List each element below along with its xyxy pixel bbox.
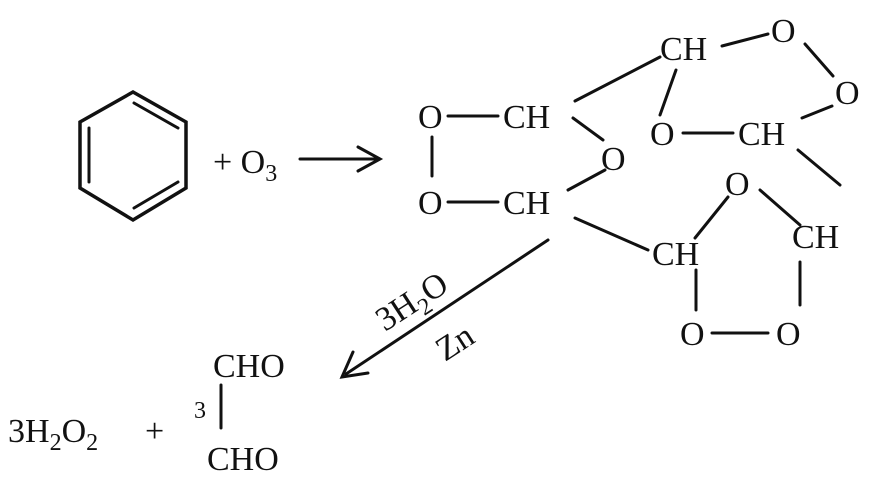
ring2-o-top: O [771, 13, 796, 50]
reagent-ozone: + O3 [213, 144, 277, 187]
hydrolysis-arrow [339, 238, 550, 379]
ring2-o-left: O [650, 116, 675, 153]
glyoxal-cho-bottom: CHO [207, 441, 279, 478]
ring3-ch-left: CH [652, 236, 699, 273]
reaction-arrow [298, 145, 384, 173]
ring1-o-right: O [601, 141, 626, 178]
benzene-double-bond-1 [132, 101, 180, 130]
ring1-o-top: O [418, 99, 443, 136]
benzene-hexagon [78, 89, 188, 223]
glyoxal-cho-top: CHO [213, 348, 285, 385]
product-glyoxal: CHO 3 CHO [194, 348, 285, 478]
ring1-ch-top: CH [503, 99, 550, 136]
product-plus: + [145, 413, 164, 450]
ring1-o-bottom: O [418, 185, 443, 222]
ring3-o-bottom-right: O [776, 316, 801, 353]
glyoxal-coefficient: 3 [194, 398, 206, 424]
bond-ring1-ring3 [573, 216, 650, 252]
product-hydrogen-peroxide: 3H2O2 [8, 413, 98, 456]
ozonide-ring-top-right: CH O O O CH [650, 13, 860, 187]
ring2-ch-top: CH [660, 31, 707, 68]
ring2-ch-bottom: CH [738, 116, 785, 153]
ring2-o-right: O [835, 75, 860, 112]
benzene-double-bond-2 [132, 180, 180, 210]
ring1-ch-bottom: CH [503, 185, 550, 222]
ring3-o-top: O [725, 166, 750, 203]
benzene-structure [78, 89, 188, 223]
bond-ring1-ring2 [573, 55, 662, 103]
ozonide-ring-left: O CH O CH O [418, 99, 626, 222]
bond-ring2-ring3 [796, 148, 842, 187]
ring3-o-bottom-left: O [680, 316, 705, 353]
condition-zinc: Zn [429, 317, 481, 369]
ring3-ch-right: CH [792, 219, 839, 256]
ozonide-ring-bottom-right: CH O CH O O [652, 166, 839, 353]
